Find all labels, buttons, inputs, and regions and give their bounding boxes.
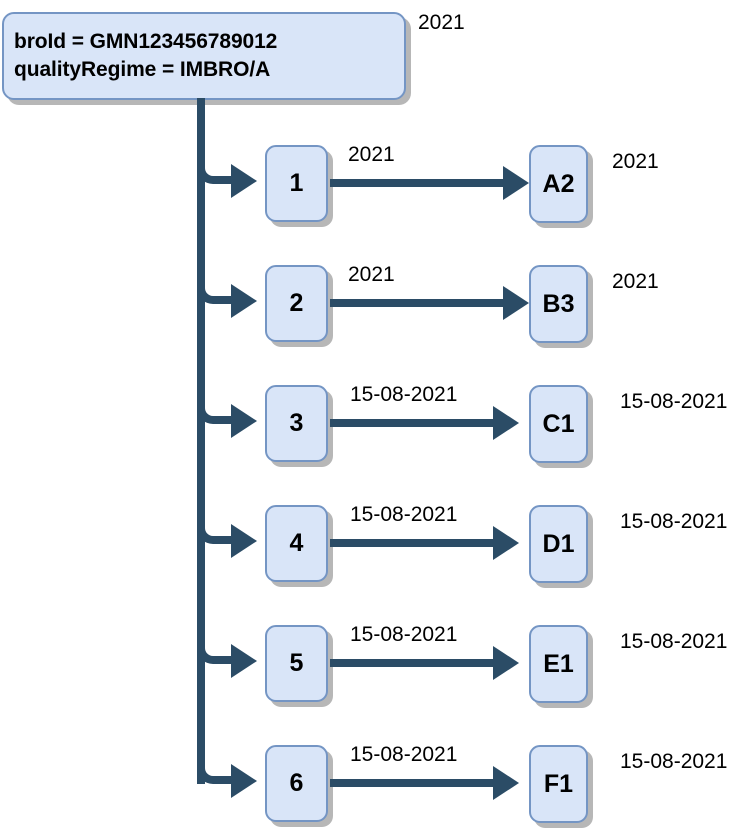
tail-label-6: 15-08-2021 [620, 750, 728, 773]
node-c1[interactable]: C1 [529, 385, 588, 463]
edge-line-5 [330, 659, 495, 667]
edge-label-1: 2021 [348, 143, 395, 166]
edge-label-6: 15-08-2021 [350, 743, 458, 766]
elbow-connector-2 [197, 274, 228, 304]
edge-label-2: 2021 [348, 263, 395, 286]
root-line-broid: broId = GMN123456789012 [14, 30, 278, 53]
elbow-connector-6 [197, 754, 228, 784]
edge-line-3 [330, 419, 495, 427]
elbow-connector-3 [197, 394, 228, 424]
node-5[interactable]: 5 [265, 625, 328, 702]
root-line-qualityregime: qualityRegime = IMBRO/A [14, 58, 271, 81]
tail-label-5: 15-08-2021 [620, 630, 728, 653]
edge-label-3: 15-08-2021 [350, 383, 458, 406]
stub-connector-3 [222, 416, 232, 424]
node-b3[interactable]: B3 [529, 265, 588, 343]
stub-connector-1 [222, 176, 232, 184]
tail-label-4: 15-08-2021 [620, 510, 728, 533]
arrowhead-edge-2 [503, 286, 529, 320]
root-node[interactable]: broId = GMN123456789012 qualityRegime = … [2, 12, 406, 100]
elbow-connector-5 [197, 634, 228, 664]
arrowhead-edge-6 [493, 766, 519, 800]
node-a2[interactable]: A2 [529, 145, 588, 223]
root-tail-label: 2021 [418, 11, 465, 34]
edge-line-6 [330, 779, 495, 787]
arrowhead-branch-2 [231, 284, 257, 318]
arrowhead-edge-1 [503, 166, 529, 200]
arrowhead-edge-5 [493, 646, 519, 680]
edge-label-4: 15-08-2021 [350, 503, 458, 526]
tail-label-2: 2021 [612, 270, 659, 293]
node-4[interactable]: 4 [265, 505, 328, 582]
edge-line-1 [330, 179, 505, 187]
elbow-connector-4 [197, 514, 228, 544]
arrowhead-edge-4 [493, 526, 519, 560]
node-e1[interactable]: E1 [529, 625, 588, 703]
arrowhead-branch-5 [231, 644, 257, 678]
stub-connector-4 [222, 536, 232, 544]
arrowhead-branch-4 [231, 524, 257, 558]
arrowhead-branch-3 [231, 404, 257, 438]
node-f1[interactable]: F1 [529, 745, 588, 823]
edge-line-4 [330, 539, 495, 547]
stub-connector-6 [222, 776, 232, 784]
node-1[interactable]: 1 [265, 145, 328, 222]
tail-label-3: 15-08-2021 [620, 390, 728, 413]
stub-connector-2 [222, 296, 232, 304]
node-d1[interactable]: D1 [529, 505, 588, 583]
arrowhead-branch-1 [231, 164, 257, 198]
arrowhead-edge-3 [493, 406, 519, 440]
arrowhead-branch-6 [231, 764, 257, 798]
edge-line-2 [330, 299, 505, 307]
trunk-line [197, 98, 205, 784]
node-6[interactable]: 6 [265, 745, 328, 822]
node-3[interactable]: 3 [265, 385, 328, 462]
edge-label-5: 15-08-2021 [350, 623, 458, 646]
elbow-connector-1 [197, 154, 228, 184]
stub-connector-5 [222, 656, 232, 664]
tail-label-1: 2021 [612, 150, 659, 173]
node-2[interactable]: 2 [265, 265, 328, 342]
